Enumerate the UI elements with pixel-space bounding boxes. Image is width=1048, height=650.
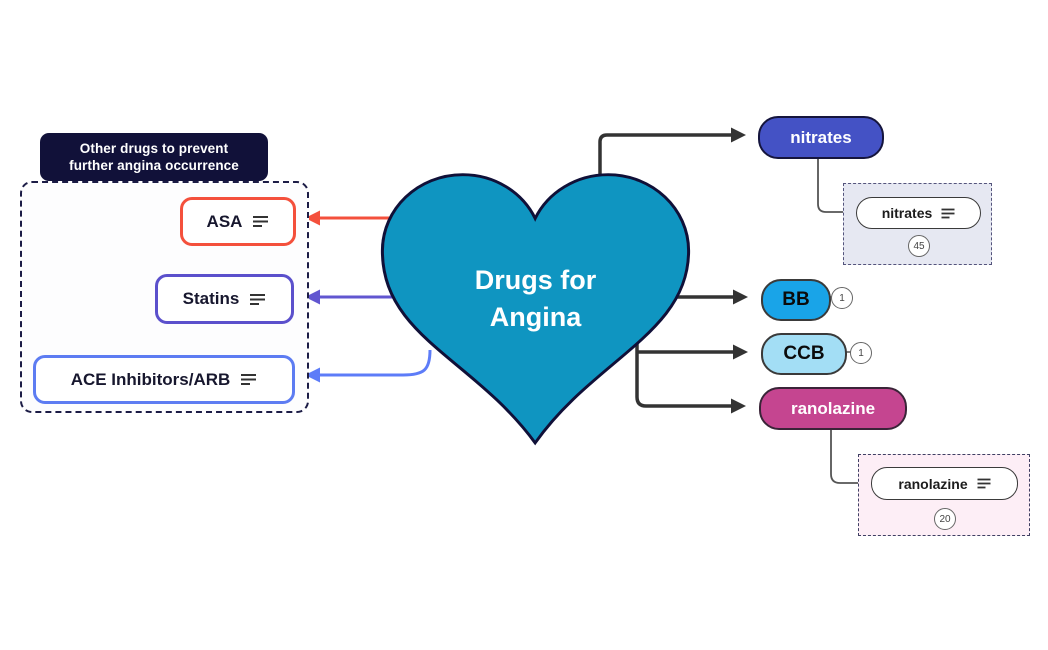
node-ccb-label: CCB [783,343,825,364]
nitrates-attachment-node[interactable]: nitrates [856,197,981,229]
nitrates-count-badge[interactable]: 45 [908,235,930,257]
central-topic-label[interactable]: Drugs for Angina [369,262,702,336]
ccb-count: 1 [858,347,864,359]
ranolazine-attachment-node[interactable]: ranolazine [871,467,1018,500]
heart-icon[interactable] [369,162,702,460]
nitrates-attachment-panel: nitrates 45 [843,183,992,265]
node-statins-label: Statins [182,289,240,308]
nitrates-attachment-label: nitrates [881,205,933,221]
node-asa-label: ASA [206,211,243,231]
nitrates-count: 45 [913,240,925,252]
central-topic-line2: Angina [489,302,582,332]
group-header-line2: further angina occurrence [69,158,239,173]
node-bb[interactable]: BB [761,279,831,321]
ranolazine-attachment-panel: ranolazine 20 [858,454,1030,536]
node-asa[interactable]: ASA [180,197,296,246]
node-ccb[interactable]: CCB [761,333,847,375]
notes-icon[interactable] [941,208,955,219]
node-nitrates[interactable]: nitrates [758,116,884,159]
ranolazine-count-badge[interactable]: 20 [934,508,956,530]
node-ranolazine-label: ranolazine [790,398,876,418]
ranolazine-count: 20 [939,513,951,525]
central-topic-line1: Drugs for [474,265,597,295]
node-ace-inhibitors-arb[interactable]: ACE Inhibitors/ARB [33,355,295,404]
node-ace-label: ACE Inhibitors/ARB [70,369,231,389]
notes-icon[interactable] [252,215,269,228]
other-drugs-group-header: Other drugs to prevent further angina oc… [40,133,268,181]
bb-count-badge[interactable]: 1 [831,287,853,309]
notes-icon[interactable] [240,373,257,386]
notes-icon[interactable] [249,293,266,306]
ccb-count-badge[interactable]: 1 [850,342,872,364]
bb-count: 1 [839,292,845,304]
notes-icon[interactable] [977,478,991,489]
group-header-line1: Other drugs to prevent [79,141,229,156]
node-nitrates-label: nitrates [790,127,852,147]
ranolazine-attachment-label: ranolazine [898,475,968,492]
node-bb-label: BB [782,289,810,310]
node-ranolazine[interactable]: ranolazine [759,387,907,430]
node-statins[interactable]: Statins [155,274,294,324]
